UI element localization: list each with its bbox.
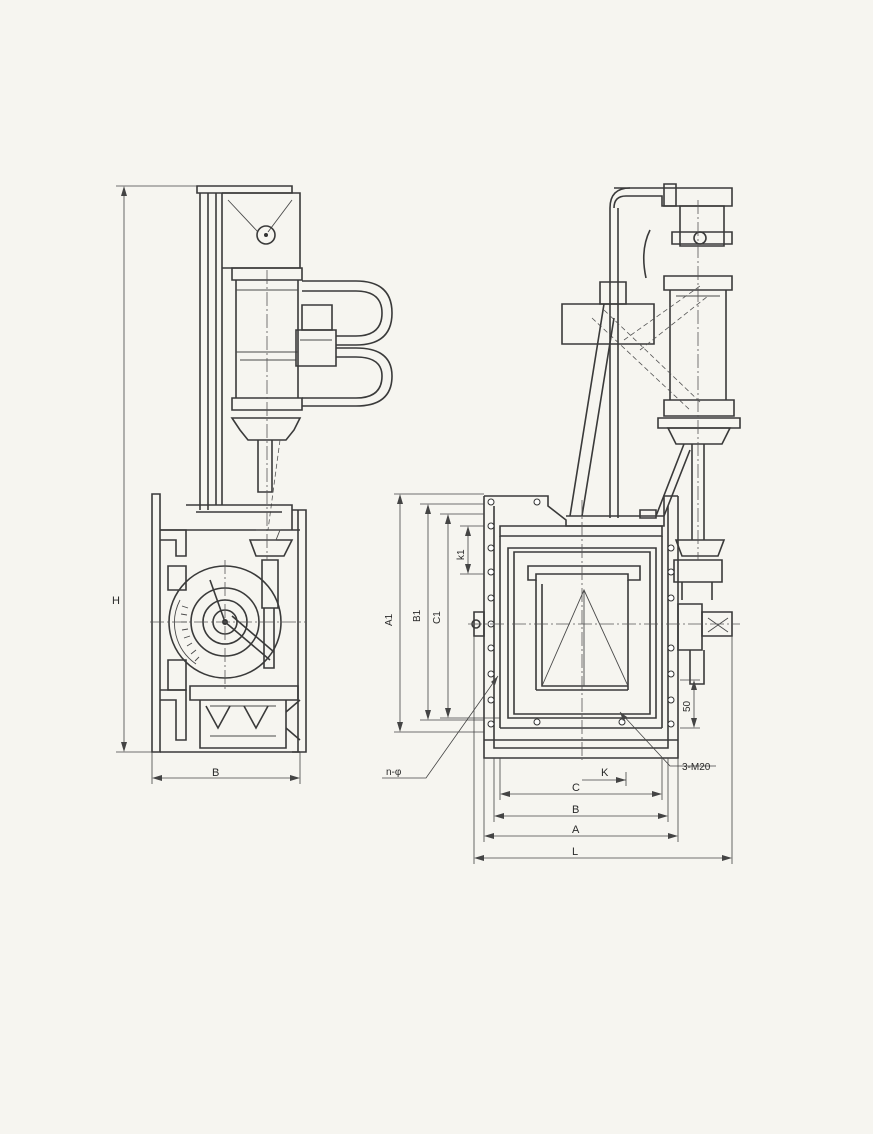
pivot-circle bbox=[256, 225, 276, 245]
label-a: A bbox=[572, 824, 580, 836]
label-b: B bbox=[572, 804, 579, 816]
side-view bbox=[116, 185, 393, 784]
bolt-holes bbox=[487, 498, 675, 728]
label-l: L bbox=[572, 846, 578, 858]
label-c: C bbox=[572, 782, 580, 794]
label-side-b: B bbox=[212, 767, 219, 779]
front-view bbox=[382, 183, 741, 864]
label-c1: C1 bbox=[432, 611, 443, 624]
label-b1: B1 bbox=[412, 609, 423, 622]
label-h: H bbox=[112, 595, 120, 607]
label-k1: k1 bbox=[456, 549, 467, 560]
label-k: K bbox=[601, 767, 609, 779]
label-50: 50 bbox=[682, 700, 693, 712]
label-a1: A1 bbox=[384, 613, 395, 626]
label-holes: n-φ bbox=[386, 767, 402, 778]
label-bolts: 3-M20 bbox=[682, 762, 711, 773]
